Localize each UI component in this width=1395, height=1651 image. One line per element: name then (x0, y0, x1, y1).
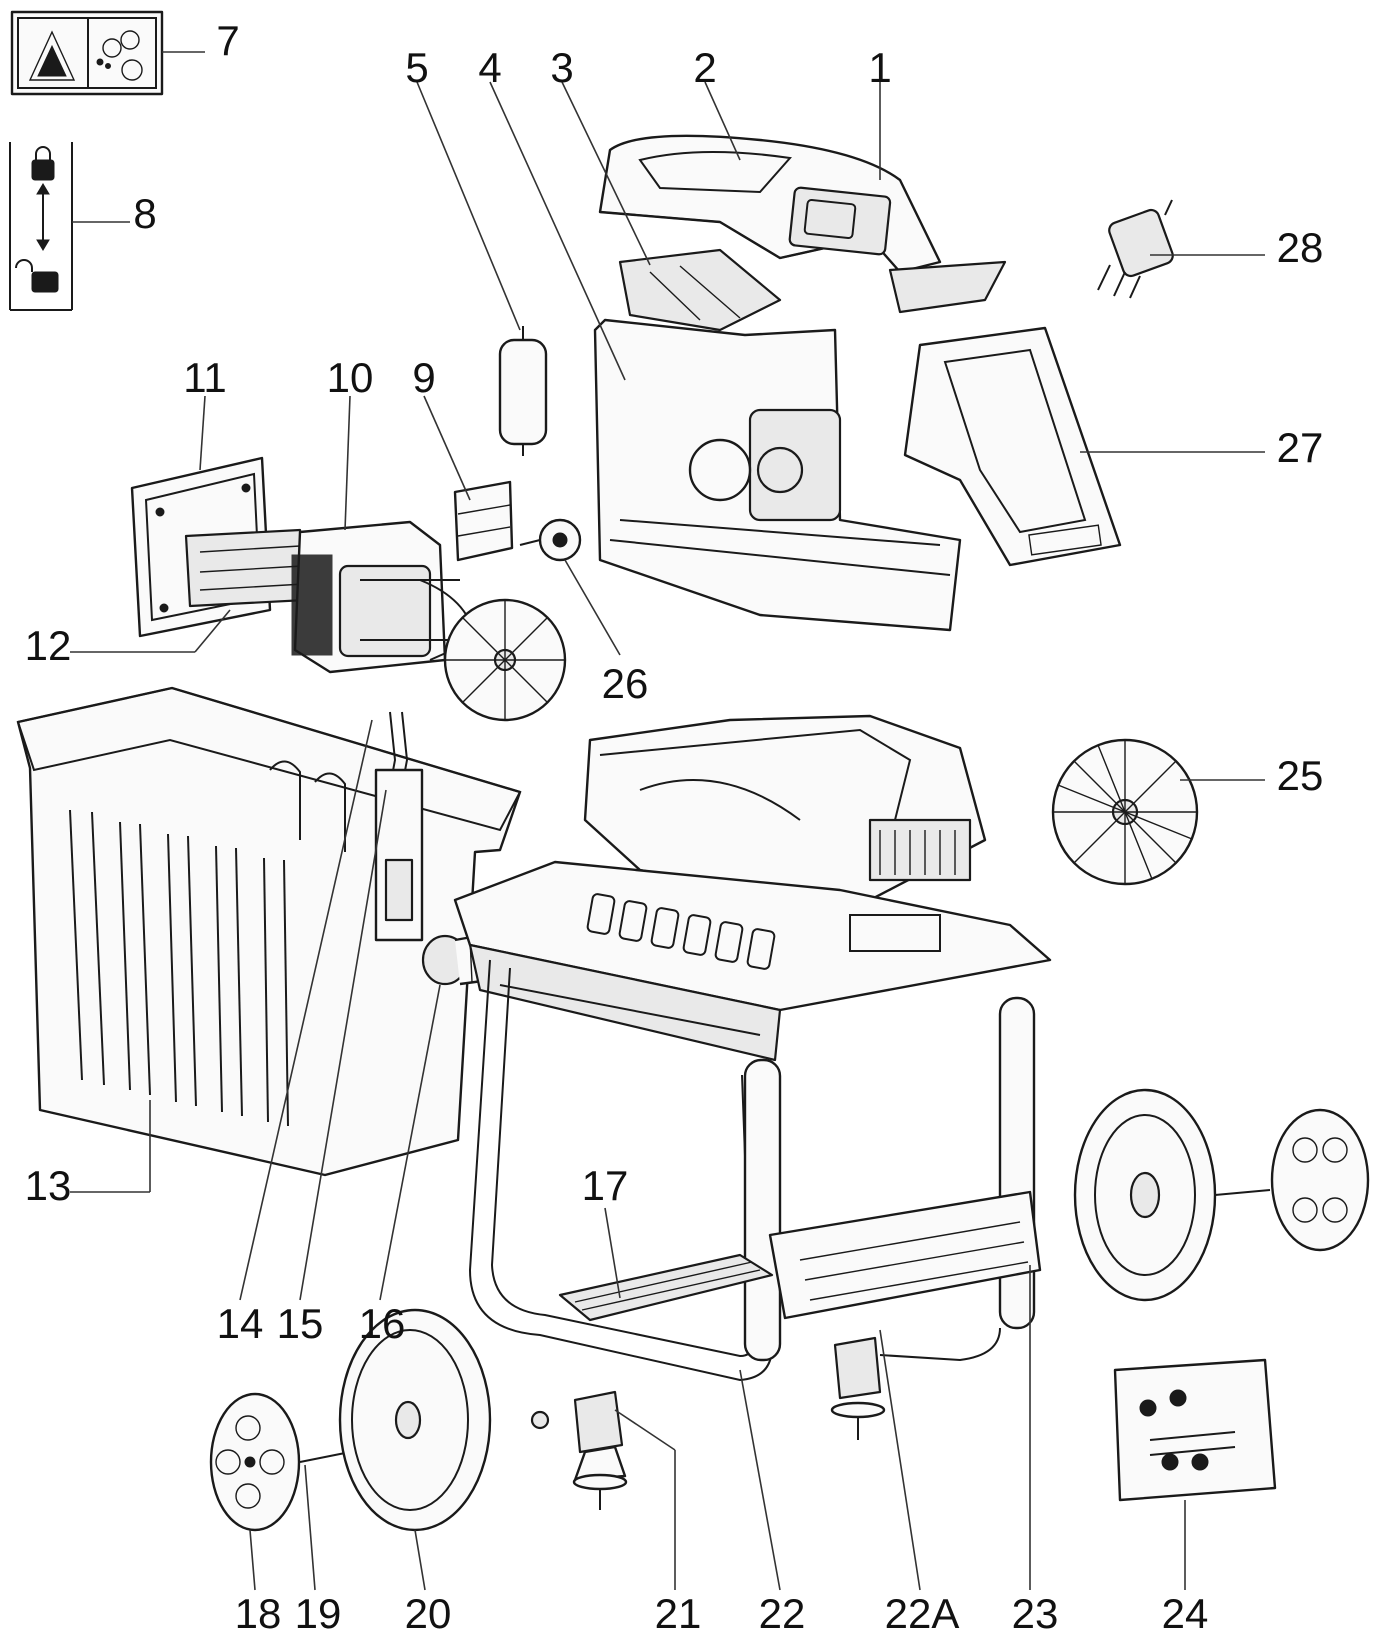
part-labels: 1 2 3 4 5 7 8 9 10 11 12 13 14 15 16 17 … (25, 17, 1324, 1637)
step-plate-part (558, 1253, 774, 1322)
label-part-15: 15 (277, 1300, 324, 1347)
collection-bin-part (16, 686, 522, 1177)
label-part-28: 28 (1277, 224, 1324, 271)
label-part-18: 18 (235, 1590, 282, 1637)
label-part-4: 4 (478, 44, 501, 91)
motor-housing-part (593, 318, 962, 632)
label-part-21: 21 (655, 1590, 702, 1637)
motor-fan-part (443, 598, 567, 722)
cable-part (374, 711, 424, 942)
label-part-13: 13 (25, 1162, 72, 1209)
rear-bracket-part (768, 1190, 1042, 1320)
label-part-7: 7 (216, 17, 239, 64)
label-part-12: 12 (25, 622, 72, 669)
bracket-part (453, 480, 514, 562)
wheel-assembly-right-part (1073, 1088, 1370, 1302)
fan-part (1051, 738, 1199, 886)
base-frame-part (453, 860, 1052, 1062)
label-part-11: 11 (183, 354, 227, 401)
motor-part (291, 520, 477, 674)
label-part-3: 3 (550, 44, 573, 91)
foot-part (530, 1336, 886, 1510)
lock-open-icon (31, 271, 59, 293)
label-part-2: 2 (693, 44, 716, 91)
label-part-22a: 22A (885, 1590, 960, 1637)
label-part-14: 14 (217, 1300, 264, 1347)
label-part-1: 1 (868, 44, 891, 91)
gear-shaft-part (184, 528, 308, 608)
lock-closed-icon (31, 159, 55, 181)
discharge-chute-part (888, 260, 1122, 567)
wheel-assembly-left-part (209, 1308, 492, 1532)
label-part-20: 20 (405, 1590, 452, 1637)
label-part-25: 25 (1277, 752, 1324, 799)
plug-part (1097, 199, 1174, 299)
label-part-27: 27 (1277, 424, 1324, 471)
warning-triangle-icon (28, 30, 76, 81)
leader-lines (70, 51, 1265, 1591)
chute-insert-part (618, 248, 782, 332)
label-part-17: 17 (582, 1162, 629, 1209)
switch-part (788, 186, 892, 256)
small-cutter-part (519, 518, 582, 562)
label-part-9: 9 (412, 354, 435, 401)
label-part-16: 16 (359, 1300, 406, 1347)
label-part-10: 10 (327, 354, 374, 401)
capacitor-part (498, 326, 548, 456)
label-part-23: 23 (1012, 1590, 1059, 1637)
label-part-5: 5 (405, 44, 428, 91)
label-part-26: 26 (602, 660, 649, 707)
label-part-19: 19 (295, 1590, 342, 1637)
lock-sticker-part (9, 142, 73, 311)
label-part-8: 8 (133, 190, 156, 237)
warning-sticker-part (10, 10, 164, 96)
rotating-blade-icon (102, 38, 122, 58)
cutter-housing-part (583, 714, 987, 902)
label-part-24: 24 (1162, 1590, 1209, 1637)
hardware-bag-part (1113, 1358, 1277, 1502)
label-part-22: 22 (759, 1590, 806, 1637)
